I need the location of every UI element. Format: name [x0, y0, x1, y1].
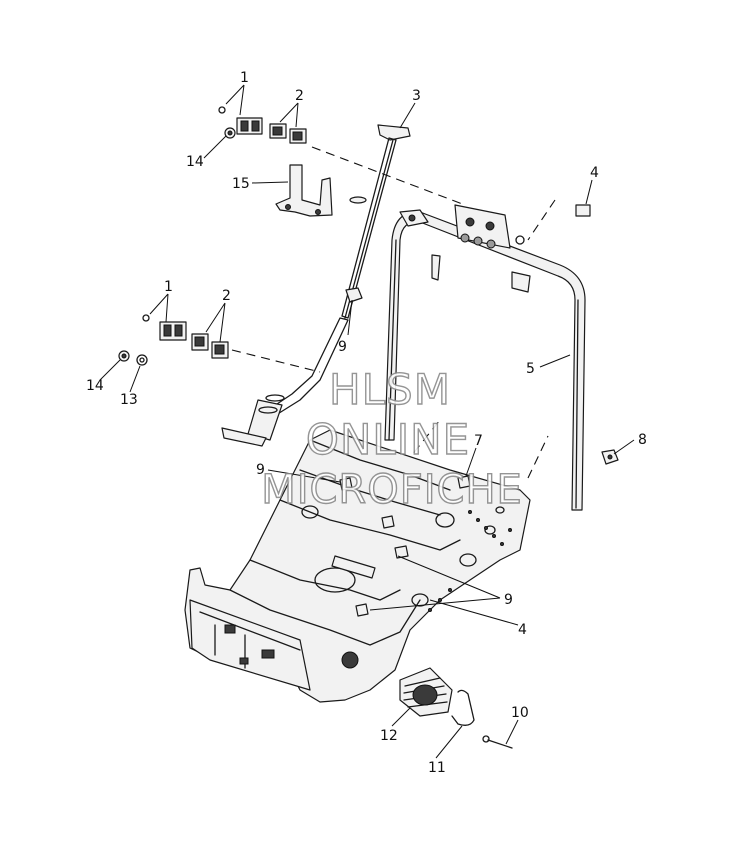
callout-9-frame-left: 9	[256, 462, 265, 478]
bolt-upper	[527, 199, 591, 241]
watermark-line-2: ONLINE	[306, 415, 470, 464]
callout-labels: 1 2 3 14 15 4 9 1 2 5 14 13 7 8 9 9 4 10…	[86, 70, 647, 776]
watermark-line-1: HLSM	[329, 365, 451, 414]
callout-14-lower: 14	[86, 378, 104, 394]
callout-10: 10	[511, 705, 529, 721]
pin	[482, 735, 513, 749]
alignment-line-hoop	[527, 435, 549, 479]
watermark-line-3: MICROFICHE	[261, 467, 523, 513]
callout-15: 15	[232, 176, 250, 192]
callout-7: 7	[474, 433, 483, 449]
steering-bracket	[275, 164, 333, 217]
lower-clamp-assembly	[118, 314, 229, 366]
callout-4-lower: 4	[518, 622, 527, 638]
callout-13: 13	[120, 392, 138, 408]
callout-4-upper: 4	[590, 165, 599, 181]
callout-2-lower: 2	[222, 288, 231, 304]
callout-1-lower: 1	[164, 279, 173, 295]
nut-right	[601, 449, 619, 465]
callout-5: 5	[526, 361, 535, 377]
watermark: HLSM ONLINE MICROFICHE	[260, 364, 523, 513]
callout-3: 3	[412, 88, 421, 104]
alignment-line-lower	[231, 349, 321, 373]
callout-2-upper: 2	[295, 88, 304, 104]
callout-9-frame-right: 9	[504, 592, 513, 608]
callout-14-upper: 14	[186, 154, 204, 170]
nut-hoop	[345, 287, 363, 303]
callout-9-hoop: 9	[338, 339, 347, 355]
alignment-line-upper	[311, 146, 466, 206]
callout-12: 12	[380, 728, 398, 744]
rubber-boot	[399, 667, 453, 717]
callout-11: 11	[428, 760, 446, 776]
callout-8: 8	[638, 432, 647, 448]
leader-lines	[99, 84, 635, 759]
upper-clamp-assembly	[218, 106, 307, 144]
steering-post	[221, 124, 411, 447]
callout-1-upper: 1	[240, 70, 249, 86]
handlebar-hoop	[384, 204, 586, 511]
alignment-line-center	[394, 419, 441, 477]
retaining-clip	[451, 689, 475, 726]
